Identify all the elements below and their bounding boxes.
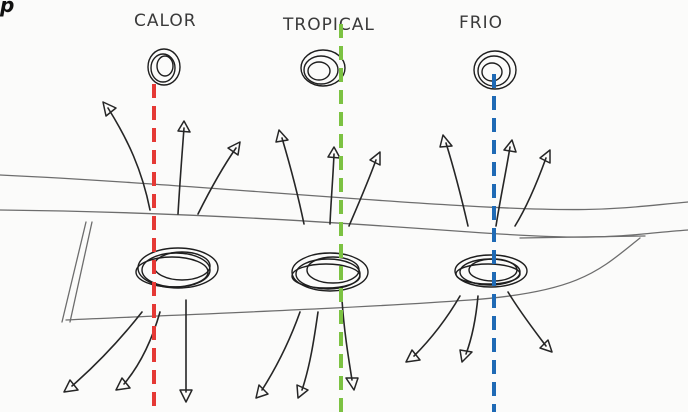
down-arrows-calor bbox=[63, 299, 193, 403]
middle-circle-tropical bbox=[291, 252, 369, 292]
up-arrows-frio bbox=[439, 134, 551, 227]
down-arrows-frio bbox=[405, 291, 553, 363]
top-circle-calor bbox=[147, 48, 181, 86]
up-arrows-calor bbox=[102, 101, 241, 215]
up-arrows-tropical bbox=[275, 129, 381, 227]
zone-label-calor: CALOR bbox=[134, 11, 197, 31]
zone-label-tropical: TROPICAL bbox=[282, 15, 375, 35]
corner-text: p bbox=[0, 0, 15, 17]
zone-label-frio: FRIO bbox=[459, 13, 503, 33]
slab-outline bbox=[0, 174, 688, 323]
middle-circle-calor bbox=[135, 247, 219, 289]
down-arrows-tropical bbox=[255, 299, 359, 399]
middle-circle-frio bbox=[454, 254, 528, 288]
top-circle-tropical bbox=[300, 49, 346, 87]
